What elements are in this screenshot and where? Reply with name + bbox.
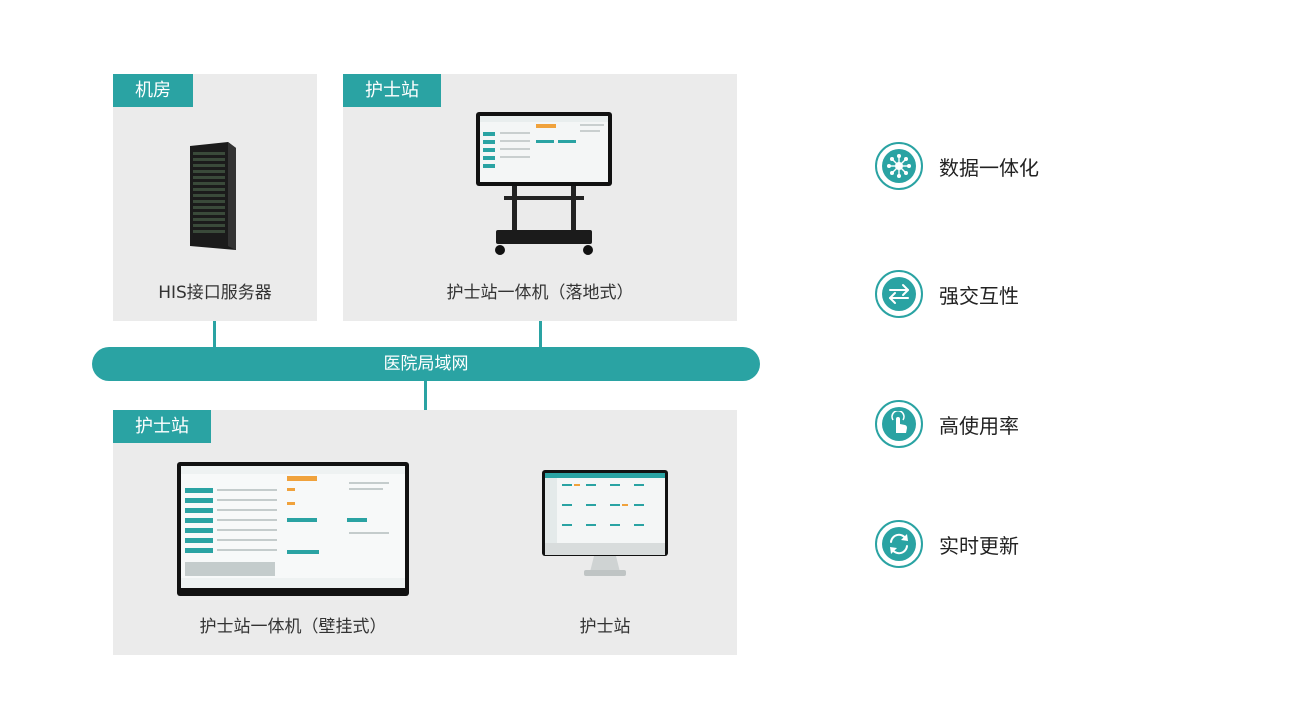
refresh-icon bbox=[882, 527, 916, 561]
wall-terminal-caption: 护士站一体机（壁挂式） bbox=[199, 617, 387, 637]
swap-arrows-icon bbox=[882, 277, 916, 311]
network-nodes-icon bbox=[882, 149, 916, 183]
nurse-station-bottom-tag: 护士站 bbox=[113, 410, 211, 443]
server-room-tag: 机房 bbox=[113, 74, 193, 107]
feature-label: 实时更新 bbox=[939, 533, 1019, 558]
feature-label: 强交互性 bbox=[939, 283, 1019, 308]
feature-interactivity: 强交互性 bbox=[875, 270, 1019, 318]
feature-usage-rate: 高使用率 bbox=[875, 400, 1019, 448]
bottom-station-connector-line bbox=[424, 380, 427, 410]
server-caption: HIS接口服务器 bbox=[158, 283, 272, 303]
hospital-lan-bar: 医院局域网 bbox=[92, 347, 760, 381]
desktop-monitor-image bbox=[542, 470, 668, 576]
server-room-panel: 机房 HIS接口服务器 bbox=[113, 74, 317, 321]
floor-terminal-caption: 护士站一体机（落地式） bbox=[446, 283, 634, 303]
nurse-station-floor-panel: 护士站 护士站一体机（落地式） bbox=[343, 74, 737, 321]
feature-data-integration: 数据一体化 bbox=[875, 142, 1039, 190]
nurse-station-floor-tag: 护士站 bbox=[343, 74, 441, 107]
nurse-station-bottom-panel: 护士站 护士站一体机（壁挂式） bbox=[113, 410, 737, 655]
server-connector-line bbox=[213, 320, 216, 348]
feature-realtime-update: 实时更新 bbox=[875, 520, 1019, 568]
desktop-station-caption: 护士站 bbox=[579, 617, 631, 637]
feature-label: 数据一体化 bbox=[939, 155, 1039, 180]
touch-hand-icon bbox=[882, 407, 916, 441]
floor-terminal-connector-line bbox=[539, 320, 542, 348]
wall-mounted-terminal-image bbox=[177, 462, 409, 596]
feature-label: 高使用率 bbox=[939, 413, 1019, 438]
floor-standing-terminal-image bbox=[476, 112, 612, 255]
server-rack-image bbox=[190, 142, 236, 250]
